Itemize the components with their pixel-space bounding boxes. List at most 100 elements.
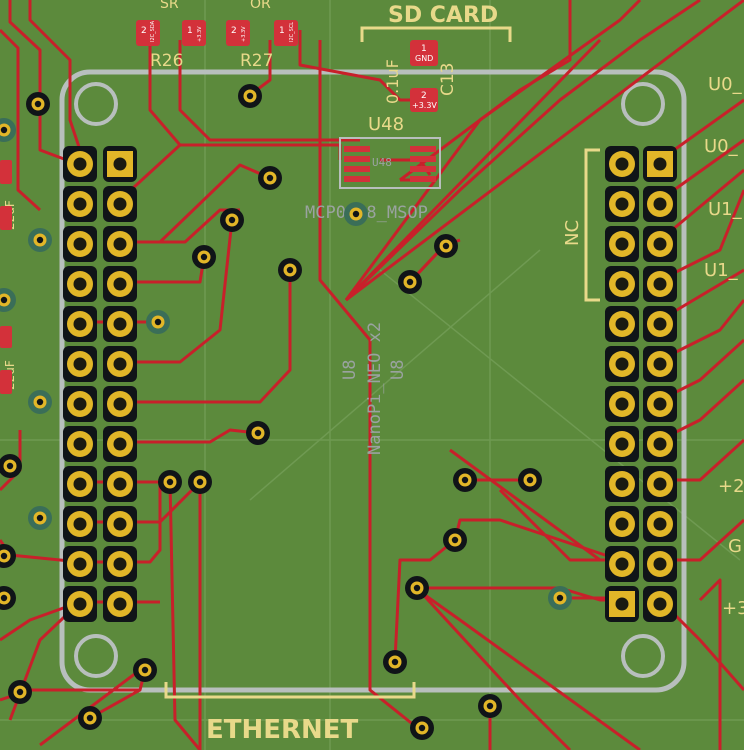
c13-footprint[interactable]: 1 GND 2 +3.3V bbox=[410, 40, 438, 112]
r26-pad1-num: 1 bbox=[187, 26, 193, 36]
u48-pad-2[interactable] bbox=[344, 156, 370, 162]
u48-pad-6[interactable] bbox=[410, 166, 436, 172]
nc-pin-1[interactable] bbox=[605, 146, 639, 182]
r26-footprint[interactable]: 2 1 I2C_SDA +3.3V bbox=[136, 20, 206, 46]
right-header-pin-b-11[interactable] bbox=[643, 546, 677, 582]
mount-hole-bl bbox=[74, 634, 118, 678]
right-pin-header[interactable] bbox=[605, 146, 677, 622]
label-ethernet: ETHERNET bbox=[206, 715, 359, 745]
right-header-pin-a-10[interactable] bbox=[605, 506, 639, 542]
label-c13-value: 0.1uF bbox=[383, 59, 402, 104]
left-header-pin-b-3[interactable] bbox=[103, 226, 137, 262]
u48-pad-4[interactable] bbox=[344, 176, 370, 182]
right-header-pin-b-8[interactable] bbox=[643, 426, 677, 462]
left-header-pin-a-1[interactable] bbox=[63, 146, 97, 182]
left-header-pin-a-10[interactable] bbox=[63, 506, 97, 542]
r26-pad2-num: 2 bbox=[141, 26, 147, 36]
left-header-pin-a-9[interactable] bbox=[63, 466, 97, 502]
c13-pad-1[interactable] bbox=[410, 40, 438, 66]
via bbox=[26, 92, 50, 116]
right-header-pin-b-6[interactable] bbox=[643, 346, 677, 382]
left-header-pin-a-7[interactable] bbox=[63, 386, 97, 422]
left-header-pin-a-3[interactable] bbox=[63, 226, 97, 262]
label-r27: R27 bbox=[240, 51, 273, 71]
c13-pad1-num: 1 bbox=[421, 44, 427, 54]
edge-label-u0-b: U0_ bbox=[704, 136, 739, 157]
right-header-pin-b-7[interactable] bbox=[643, 386, 677, 422]
left-header-pin-b-8[interactable] bbox=[103, 426, 137, 462]
right-header-pin-b-12[interactable] bbox=[643, 586, 677, 622]
u48-pad-8[interactable] bbox=[410, 146, 436, 152]
u48-pad-3[interactable] bbox=[344, 166, 370, 172]
via bbox=[192, 245, 216, 269]
via bbox=[0, 288, 16, 312]
r27-pad-2[interactable] bbox=[226, 20, 250, 46]
left-header-pin-b-6[interactable] bbox=[103, 346, 137, 382]
left-header-pin-b-1[interactable] bbox=[103, 146, 137, 182]
nc-pin-4[interactable] bbox=[605, 266, 639, 302]
left-header-pin-b-4[interactable] bbox=[103, 266, 137, 302]
left-header-pin-b-7[interactable] bbox=[103, 386, 137, 422]
edge-label-g: G bbox=[728, 536, 742, 557]
nc-pin-column[interactable] bbox=[605, 146, 639, 302]
left-header-pin-a-4[interactable] bbox=[63, 266, 97, 302]
right-header-pin-b-9[interactable] bbox=[643, 466, 677, 502]
left-header-pin-b-2[interactable] bbox=[103, 186, 137, 222]
edge-label-plus3: +3 bbox=[722, 598, 744, 619]
via bbox=[478, 694, 502, 718]
edge-label-u1-a: U1_ bbox=[708, 199, 743, 220]
u48-pad-1[interactable] bbox=[344, 146, 370, 152]
via bbox=[434, 234, 458, 258]
r27-pad2-net: +3.3V bbox=[241, 26, 247, 42]
c13-pad-2[interactable] bbox=[410, 88, 438, 112]
left-header-pin-b-10[interactable] bbox=[103, 506, 137, 542]
r27-footprint[interactable]: 2 1 +3.3V I2C_SCL bbox=[226, 20, 298, 46]
label-r27-top: OR bbox=[250, 0, 271, 12]
right-header-pin-a-6[interactable] bbox=[605, 346, 639, 382]
left-header-pin-a-2[interactable] bbox=[63, 186, 97, 222]
r27-pad-1[interactable] bbox=[274, 20, 298, 46]
left-header-pin-a-6[interactable] bbox=[63, 346, 97, 382]
via bbox=[246, 421, 270, 445]
right-header-pin-b-4[interactable] bbox=[643, 266, 677, 302]
left-header-pin-a-5[interactable] bbox=[63, 306, 97, 342]
left-header-pin-a-8[interactable] bbox=[63, 426, 97, 462]
right-header-pin-a-7[interactable] bbox=[605, 386, 639, 422]
r26-pad-1[interactable] bbox=[182, 20, 206, 46]
right-header-pin-a-12[interactable] bbox=[605, 586, 639, 622]
u48-pad-7[interactable] bbox=[410, 156, 436, 162]
left-pin-header[interactable] bbox=[63, 146, 137, 622]
left-header-pin-a-11[interactable] bbox=[63, 546, 97, 582]
via bbox=[158, 470, 182, 494]
nc-pin-2[interactable] bbox=[605, 186, 639, 222]
via bbox=[548, 586, 572, 610]
right-header-pin-a-8[interactable] bbox=[605, 426, 639, 462]
left-header-pin-b-5[interactable] bbox=[103, 306, 137, 342]
via bbox=[188, 470, 212, 494]
left-header-pin-b-9[interactable] bbox=[103, 466, 137, 502]
mount-hole-br bbox=[621, 634, 665, 678]
right-header-pin-b-5[interactable] bbox=[643, 306, 677, 342]
r27-pad2-num: 2 bbox=[231, 26, 237, 36]
left-header-pin-a-12[interactable] bbox=[63, 586, 97, 622]
right-header-pin-b-3[interactable] bbox=[643, 226, 677, 262]
right-header-pin-a-5[interactable] bbox=[605, 306, 639, 342]
left-header-pin-b-11[interactable] bbox=[103, 546, 137, 582]
r27-pad1-net: I2C_SCL bbox=[289, 22, 295, 42]
via bbox=[0, 118, 16, 142]
u48-footprint[interactable] bbox=[344, 146, 436, 182]
right-header-pin-b-2[interactable] bbox=[643, 186, 677, 222]
right-header-pin-b-1[interactable] bbox=[643, 146, 677, 182]
right-header-pin-a-9[interactable] bbox=[605, 466, 639, 502]
via bbox=[410, 716, 434, 740]
left-header-pin-b-12[interactable] bbox=[103, 586, 137, 622]
edge-label-u1-b: U1_ bbox=[704, 260, 739, 281]
r27-pad1-num: 1 bbox=[279, 26, 285, 36]
r26-pad-2[interactable] bbox=[136, 20, 160, 46]
c13-pad1-net: GND bbox=[415, 54, 433, 63]
u48-pad-5[interactable] bbox=[410, 176, 436, 182]
right-header-pin-a-11[interactable] bbox=[605, 546, 639, 582]
right-header-pin-b-10[interactable] bbox=[643, 506, 677, 542]
nc-pin-3[interactable] bbox=[605, 226, 639, 262]
